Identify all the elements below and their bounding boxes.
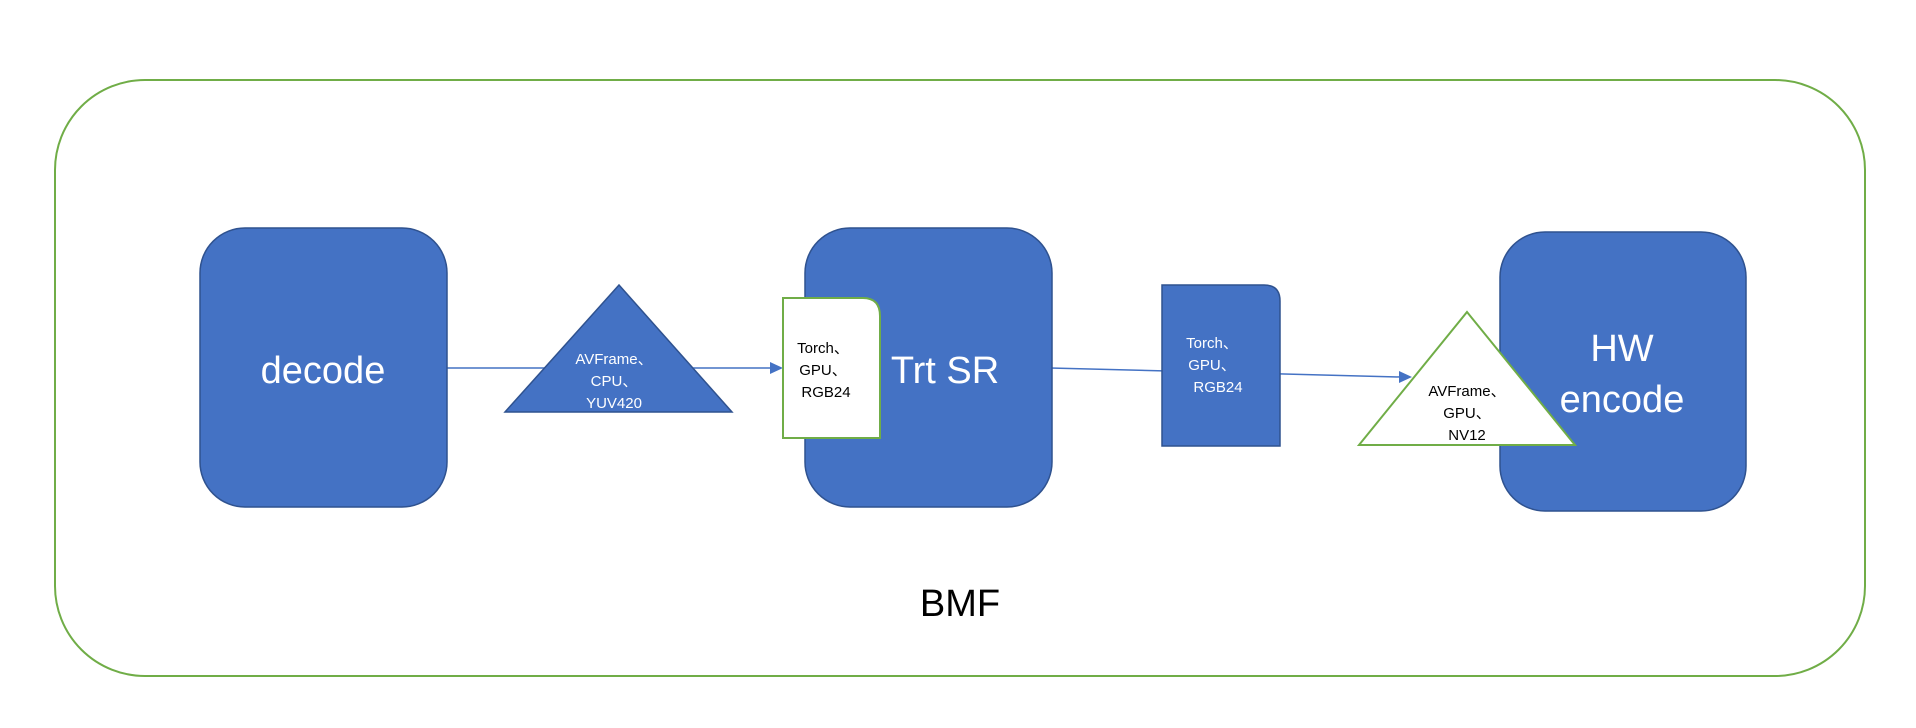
hw-encode-module-box	[1499, 231, 1747, 512]
trt-sr-output-format-line2: GPU、	[1188, 357, 1236, 374]
trt-sr-module-label: Trt SR	[891, 350, 999, 392]
bmf-container-label: BMF	[920, 583, 1000, 625]
encode-input-format-shape	[1356, 310, 1578, 446]
trt-sr-input-format-shape	[782, 297, 881, 439]
decode-module-box	[199, 227, 448, 508]
trt-sr-output-format-line1: Torch、	[1186, 335, 1238, 352]
hw-encode-module-label-line1: HW	[1590, 328, 1653, 370]
trt-sr-input-format-line1: Torch、	[797, 340, 849, 357]
decode-module: decode	[199, 227, 448, 508]
encode-input-format-line3: NV12	[1448, 427, 1486, 444]
hw-encode-module: HW encode	[1499, 231, 1747, 512]
trt-sr-output-format-shape	[1161, 284, 1281, 447]
decode-module-label: decode	[261, 350, 386, 392]
edge-decode-to-trt-sr-arrowhead	[770, 362, 783, 374]
hw-encode-module-label-line2: encode	[1560, 379, 1685, 421]
trt-sr-output-format-line3: RGB24	[1193, 379, 1242, 396]
trt-sr-output-format: Torch、 GPU、 RGB24	[1161, 284, 1281, 447]
encode-input-format-line2: GPU、	[1443, 405, 1491, 422]
decode-output-format-shape	[503, 283, 734, 413]
edge-trt-sr-to-hw-encode-arrowhead	[1399, 371, 1412, 383]
decode-output-format: AVFrame、 CPU、 YUV420	[503, 283, 734, 413]
decode-output-format-line1: AVFrame、	[575, 351, 652, 368]
encode-input-format-line1: AVFrame、	[1428, 383, 1505, 400]
trt-sr-input-format-line2: GPU、	[799, 362, 847, 379]
decode-output-format-line2: CPU、	[591, 373, 638, 390]
trt-sr-input-format-line3: RGB24	[801, 384, 850, 401]
encode-input-format: AVFrame、 GPU、 NV12	[1356, 310, 1578, 446]
trt-sr-input-format: Torch、 GPU、 RGB24	[782, 297, 881, 439]
decode-output-format-line3: YUV420	[586, 395, 642, 412]
